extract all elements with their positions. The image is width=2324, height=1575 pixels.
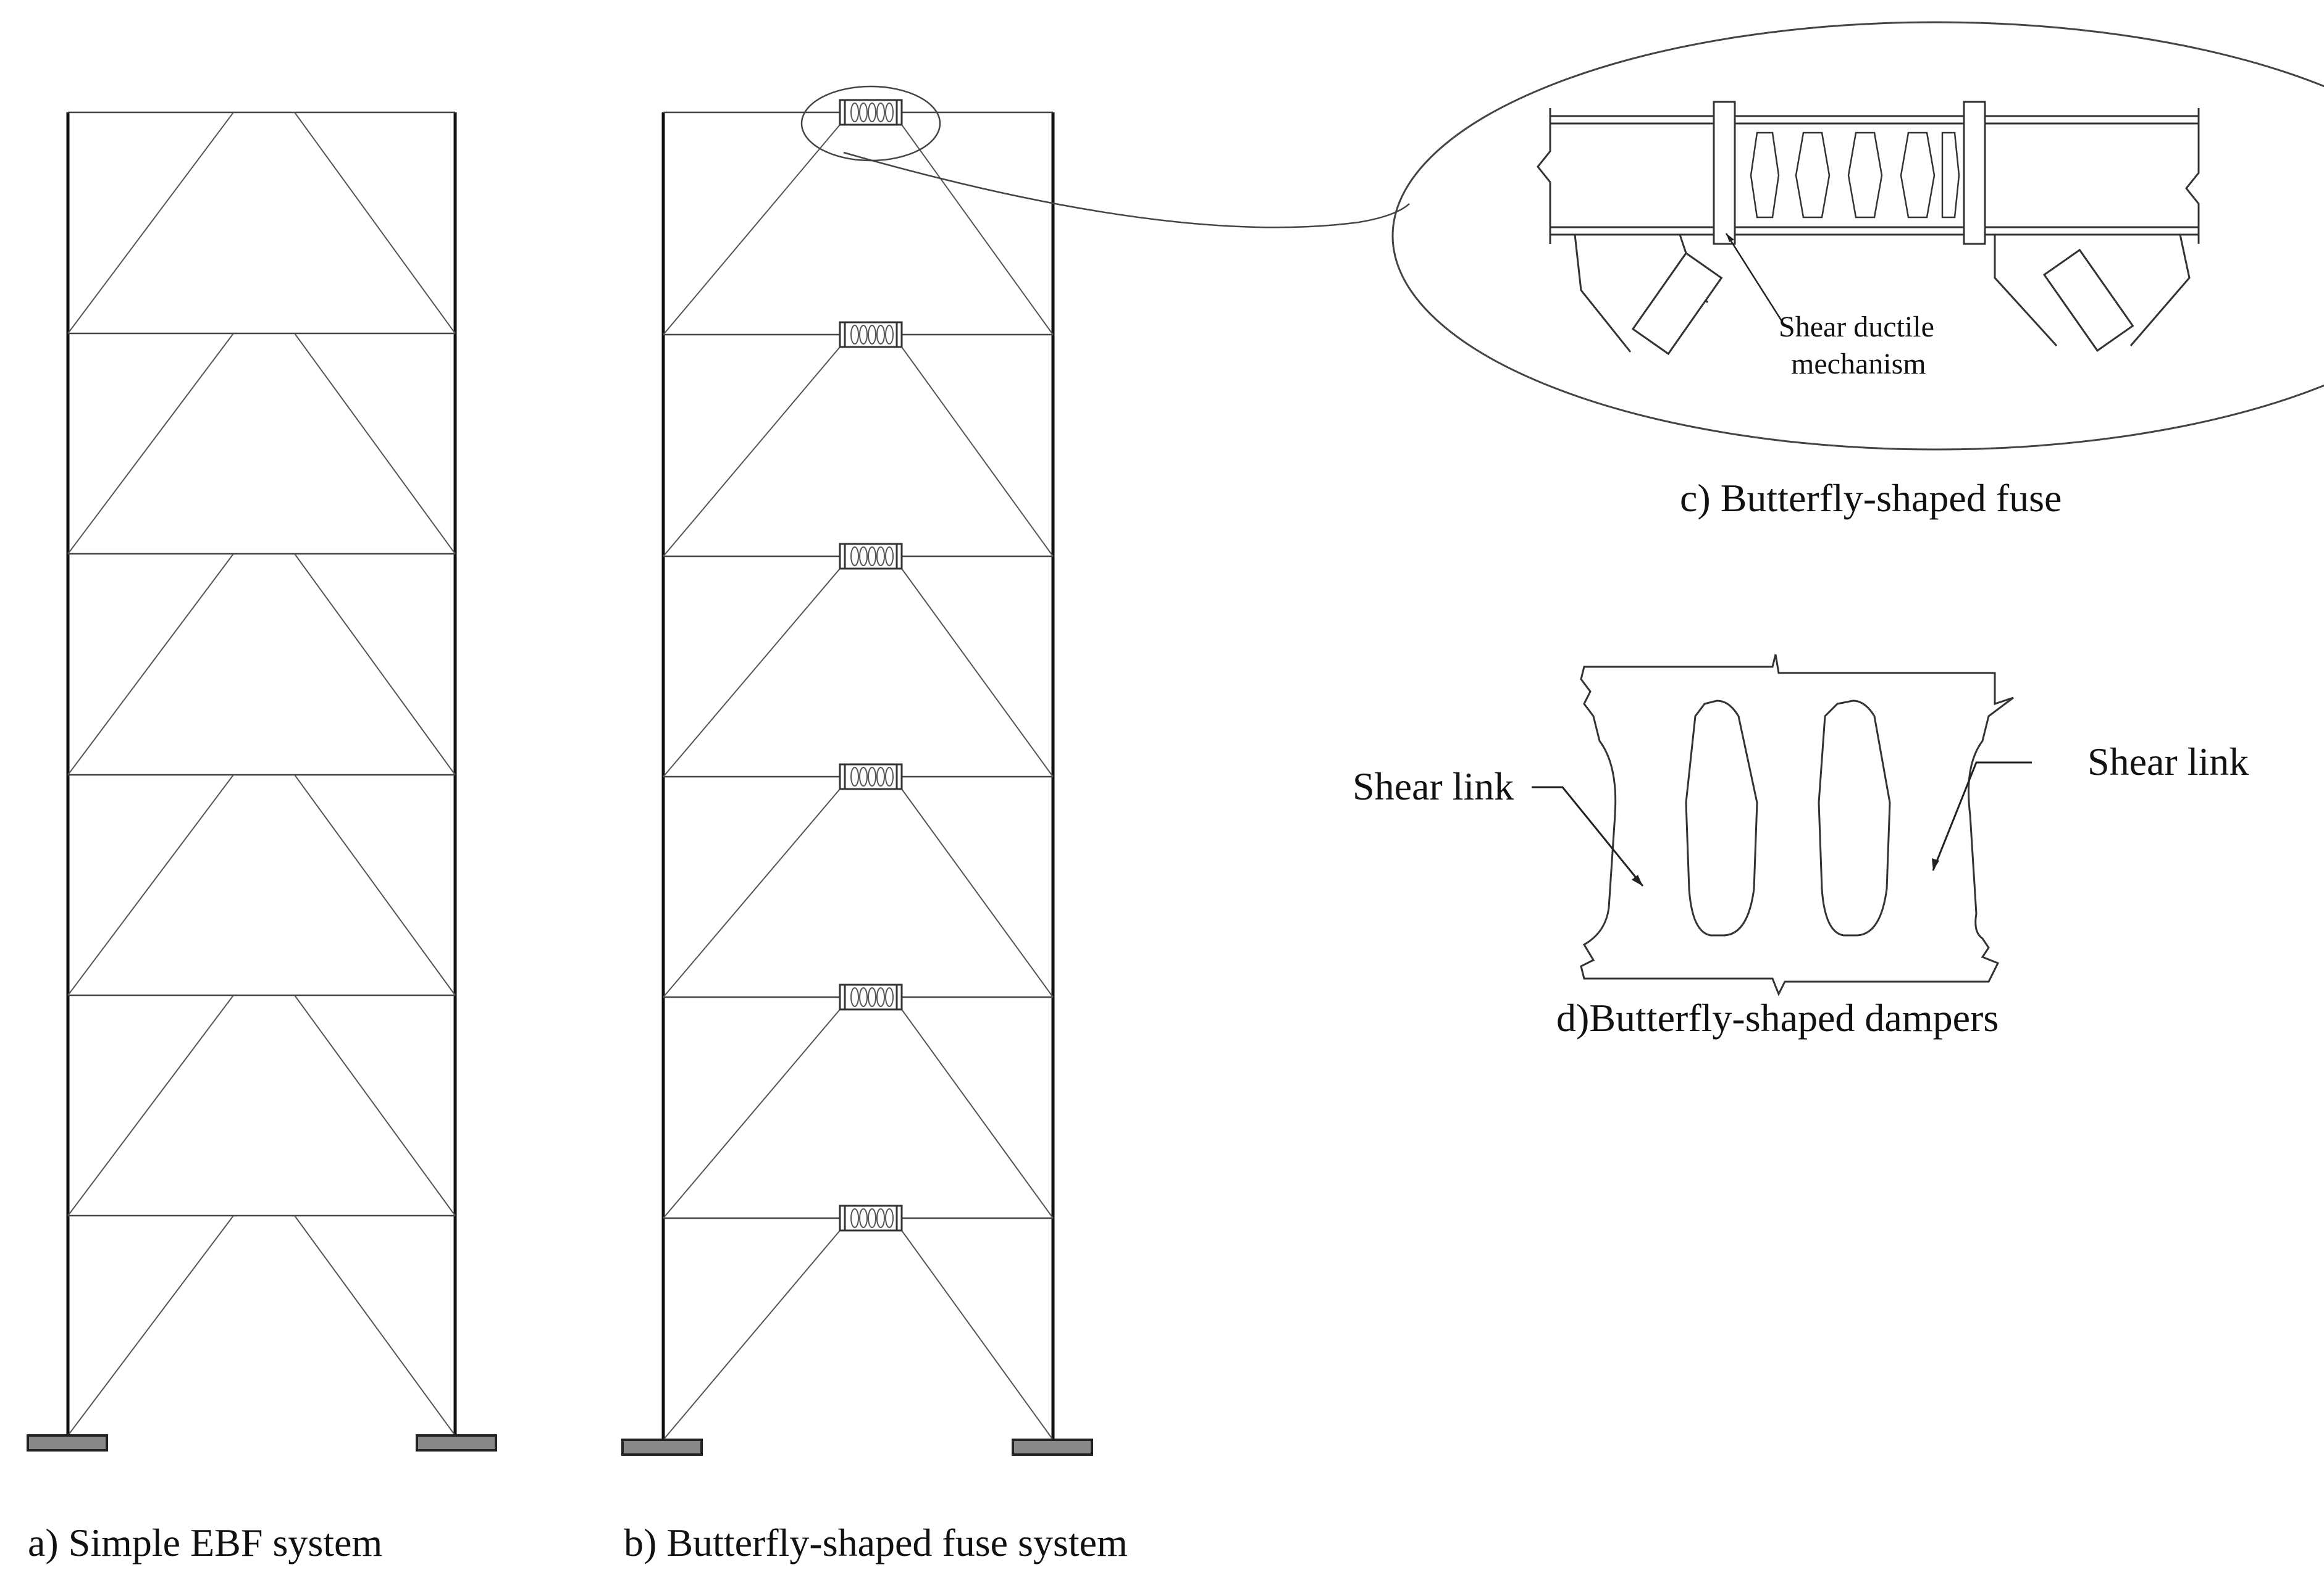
fuse-symbol [839,321,903,348]
simple-ebf-frame [27,111,497,1452]
left-brace-section [1631,251,1723,356]
damper-detail-view: Shear link Shear link [1353,654,2249,996]
fuse-symbol [839,1205,903,1232]
left-base-plate [27,1434,108,1452]
left-opening [1685,700,1758,937]
floor-beams [68,111,455,1217]
fuse-symbol [839,984,903,1011]
detail-leader-line [843,151,1410,228]
right-opening [1818,700,1891,937]
right-base-plate [416,1434,497,1452]
floor-beams [663,111,1053,1219]
fuse-symbol [839,763,903,790]
caption-a: a) Simple EBF system [28,1521,382,1565]
ebf-braces [67,112,456,1436]
shear-link-label-left: Shear link [1353,764,1514,808]
damper-plate [1580,654,2014,996]
butterfly-openings [1750,132,1960,219]
shear-link-leader-right [1932,761,2032,871]
shear-ductile-leader [1725,233,1783,322]
caption-d: d)Butterfly-shaped dampers [1556,996,1999,1040]
right-brace-section [2042,248,2134,352]
fuse-braces [663,124,1054,1440]
detail-ellipse [1391,21,2324,451]
shear-link-label-right: Shear link [2087,740,2249,783]
left-base-plate [621,1439,703,1456]
fuse-symbol [839,543,903,570]
butterfly-fuse-frame [621,85,1093,1456]
caption-c: c) Butterfly-shaped fuse [1680,476,2062,520]
right-base-plate [1012,1439,1093,1456]
shear-link-leader-left [1532,786,1644,887]
fuse-detail-view: Shear ductile mechanism [1391,21,2324,451]
shear-ductile-label-line2: mechanism [1791,348,1926,380]
shear-ductile-label-line1: Shear ductile [1779,311,1934,343]
fuse-symbol [839,99,903,126]
caption-b: b) Butterfly-shaped fuse system [624,1521,1128,1565]
